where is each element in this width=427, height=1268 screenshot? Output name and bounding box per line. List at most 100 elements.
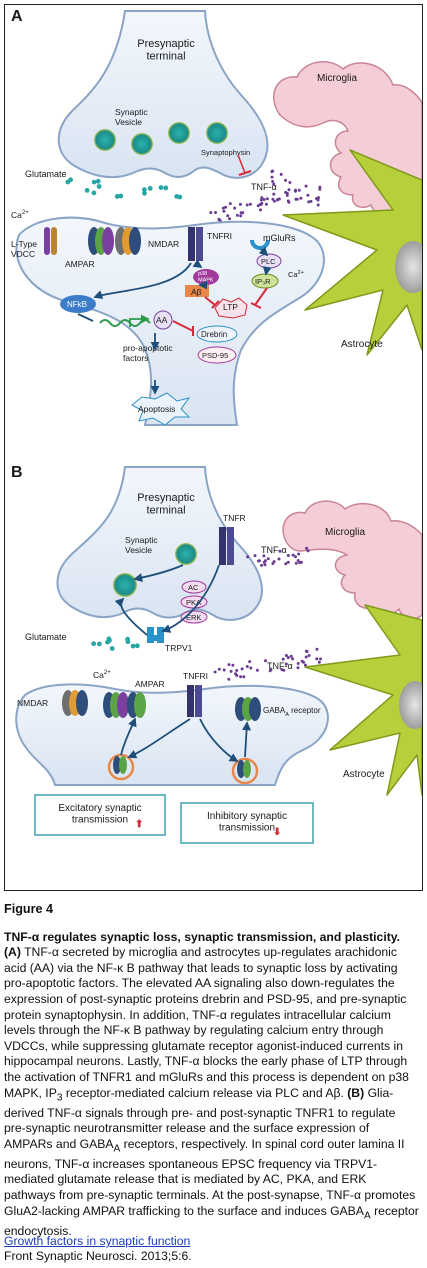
tnf-molecule bbox=[263, 563, 267, 567]
glutamate-molecule bbox=[118, 193, 124, 199]
glutamate-molecule bbox=[114, 194, 120, 199]
apoptosis-burst bbox=[131, 392, 191, 426]
glutamate-molecule bbox=[158, 185, 164, 191]
nmdar-b bbox=[62, 690, 88, 716]
tnf-molecule bbox=[239, 675, 243, 679]
microglia-label-a: Microglia bbox=[317, 73, 357, 84]
astrocyte-label-a: Astrocyte bbox=[341, 339, 383, 350]
ltype-vdcc-a bbox=[44, 227, 57, 255]
tnfri-label-b: TNFRI bbox=[183, 671, 208, 681]
ac-bubble bbox=[181, 580, 207, 594]
tnf-molecule bbox=[280, 668, 284, 672]
tnf-molecule bbox=[275, 198, 279, 202]
glutamate-molecule bbox=[109, 646, 115, 651]
glutamate-dots-a bbox=[65, 177, 183, 200]
tnf-molecule bbox=[306, 549, 310, 553]
tnf-molecule bbox=[281, 657, 285, 661]
tnf-molecule bbox=[221, 206, 225, 210]
glutamate-label-a: Glutamate bbox=[25, 169, 67, 179]
tnf-molecule bbox=[229, 669, 233, 673]
glutamate-molecule bbox=[65, 179, 71, 185]
tnf-molecule bbox=[228, 202, 232, 206]
tnf-molecule bbox=[259, 208, 262, 212]
caption-body: TNF-α regulates synaptic loss, synaptic … bbox=[4, 929, 419, 1238]
astrocyte-label-b: Astrocyte bbox=[343, 769, 385, 780]
caption-title: TNF-α regulates synaptic loss, synaptic … bbox=[4, 929, 401, 944]
glutamate-molecule bbox=[84, 188, 90, 193]
tnf-molecule bbox=[286, 560, 290, 564]
vesicle-a2 bbox=[131, 133, 153, 155]
panel-b-label: B bbox=[11, 464, 23, 481]
figure-number: Figure 4 bbox=[4, 902, 53, 916]
tnf-molecule bbox=[317, 196, 320, 200]
synaptophysin-label: Synaptophysin bbox=[201, 148, 250, 157]
inhibit-marks-a bbox=[172, 287, 268, 336]
tnf-molecule bbox=[249, 666, 253, 670]
tnf-molecule bbox=[262, 554, 266, 558]
transcription-arrow bbox=[129, 314, 150, 327]
caption-label-a: (A) bbox=[4, 945, 21, 960]
tnf-molecule bbox=[268, 669, 272, 673]
tnf-label-b2: TNF-α bbox=[267, 661, 293, 671]
caption-text-a: TNF-α secreted by microglia and astrocyt… bbox=[4, 945, 409, 1100]
glutamate-molecule bbox=[91, 179, 97, 185]
tnf-molecule bbox=[234, 672, 237, 676]
astrocyte-shape-b bbox=[304, 604, 422, 796]
aa-label: AA bbox=[156, 315, 168, 325]
tnf-molecule bbox=[307, 200, 311, 204]
tnf-molecule bbox=[299, 196, 303, 200]
glutamate-molecule bbox=[95, 178, 101, 184]
tnf-molecule bbox=[289, 654, 293, 658]
tnf-molecule bbox=[294, 555, 297, 559]
tnf-molecule bbox=[291, 657, 295, 661]
tnf-molecule bbox=[240, 667, 244, 671]
tnf-molecule bbox=[271, 562, 275, 565]
tnf-molecule bbox=[296, 559, 300, 562]
presynaptic-terminal-b bbox=[56, 466, 263, 621]
tnf-molecule bbox=[304, 655, 308, 659]
tnf-molecule bbox=[227, 663, 231, 667]
tnf-label-a: TNF-α bbox=[251, 182, 277, 192]
tnf-molecule bbox=[235, 213, 239, 217]
psd95-label: PSD-95 bbox=[202, 351, 228, 360]
tnf-molecule bbox=[296, 666, 300, 670]
glutamate-molecule bbox=[147, 186, 153, 191]
ltp-burst bbox=[214, 297, 248, 319]
tnf-molecule bbox=[228, 217, 232, 221]
tnf-molecule bbox=[286, 656, 290, 660]
tnf-molecule bbox=[213, 670, 217, 674]
glutamate-molecule bbox=[163, 185, 169, 191]
tnf-molecule bbox=[260, 196, 264, 200]
tnf-molecule bbox=[264, 202, 268, 206]
tnf-molecule bbox=[259, 198, 263, 202]
glutamate-molecule bbox=[142, 190, 147, 196]
ip3r-label: IP₃R bbox=[255, 277, 271, 286]
inhibitory-box bbox=[180, 802, 314, 844]
ltp-label: LTP bbox=[223, 302, 238, 312]
tnf-molecule bbox=[317, 660, 321, 664]
ampar-a bbox=[88, 227, 114, 255]
tnf-label-b1: TNF-α bbox=[261, 545, 287, 555]
tnf-molecule bbox=[318, 185, 322, 189]
ca-label-a2: Ca2+ bbox=[288, 270, 304, 279]
tnf-molecule bbox=[263, 559, 267, 563]
source-block: Growth factors in synaptic function Fron… bbox=[4, 1234, 192, 1264]
nmdar-label-a: NMDAR bbox=[148, 239, 179, 249]
tnf-molecule bbox=[245, 665, 249, 668]
tnf-molecule bbox=[260, 201, 264, 205]
tnf-molecule bbox=[256, 204, 260, 208]
glutamate-molecule bbox=[107, 638, 112, 643]
tnf-molecule bbox=[271, 180, 275, 183]
tnf-molecule bbox=[287, 200, 291, 204]
tnf-molecule bbox=[272, 199, 276, 203]
drebrin-bubble bbox=[196, 325, 238, 343]
tnf-molecule bbox=[266, 557, 270, 561]
glutamate-label-b: Glutamate bbox=[25, 632, 67, 642]
aa-bubble bbox=[153, 310, 173, 330]
source-article-link[interactable]: Growth factors in synaptic function bbox=[4, 1234, 191, 1248]
